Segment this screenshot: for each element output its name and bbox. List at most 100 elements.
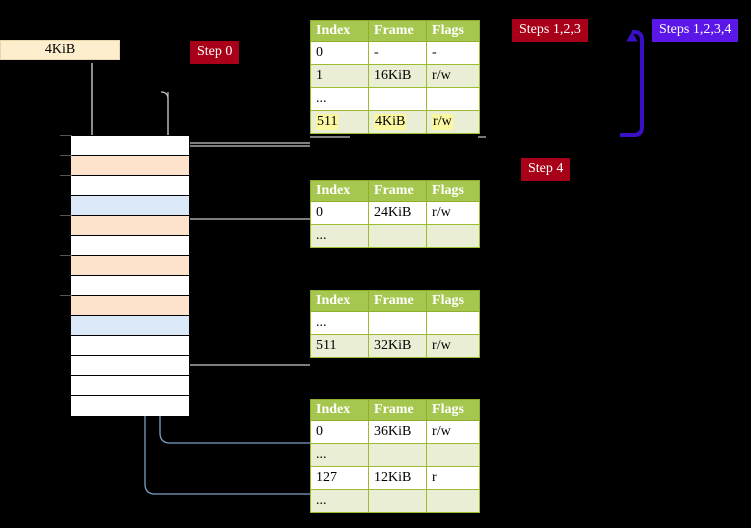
table-row: ...: [309, 311, 480, 335]
cell-frame: 16KiB: [368, 64, 428, 88]
badge-step-0: Step 0: [190, 41, 240, 64]
cell-flags: r: [426, 466, 480, 490]
cell-flags: r/w: [426, 110, 480, 134]
table-row: ...: [309, 443, 480, 467]
memory-row: [71, 176, 189, 196]
memory-row: [71, 236, 189, 256]
cell-frame: -: [368, 41, 428, 65]
size-box-4kib: 4KiB: [0, 40, 120, 60]
cell-index: ...: [309, 311, 370, 335]
memory-tick: [60, 155, 72, 156]
memory-row: [71, 256, 189, 276]
cell-flags: r/w: [426, 201, 480, 225]
cell-flags: [426, 489, 480, 513]
memory-row: [71, 316, 189, 336]
cell-frame: [368, 443, 428, 467]
memory-column: [70, 135, 190, 416]
header-flags: Flags: [426, 180, 480, 202]
cell-flags: r/w: [426, 420, 480, 444]
memory-tick: [60, 215, 72, 216]
header-frame: Frame: [368, 290, 428, 312]
cell-frame: 4KiB: [368, 110, 428, 134]
header-flags: Flags: [426, 290, 480, 312]
cell-frame: [368, 311, 428, 335]
cell-frame: 24KiB: [368, 201, 428, 225]
cell-frame: 32KiB: [368, 334, 428, 358]
header-frame: Frame: [368, 180, 428, 202]
memory-row: [71, 216, 189, 236]
memory-row: [71, 196, 189, 216]
header-index: Index: [309, 399, 370, 421]
memory-tick: [60, 175, 72, 176]
memory-tick: [60, 255, 72, 256]
header-frame: Frame: [368, 399, 428, 421]
memory-tick: [60, 295, 72, 296]
cell-index: 511: [309, 110, 370, 134]
cell-flags: r/w: [426, 334, 480, 358]
cell-index: 0: [309, 420, 370, 444]
cell-flags: -: [426, 41, 480, 65]
memory-row: [71, 156, 189, 176]
cell-frame: [368, 489, 428, 513]
cell-flags: [426, 311, 480, 335]
cell-flags: r/w: [426, 64, 480, 88]
memory-tick: [60, 135, 72, 136]
header-flags: Flags: [426, 20, 480, 42]
cell-flags: [426, 87, 480, 111]
cell-index: 1: [309, 64, 370, 88]
header-frame: Frame: [368, 20, 428, 42]
memory-row: [71, 356, 189, 376]
header-index: Index: [309, 180, 370, 202]
badge-steps-123-label: Steps 1,2,3: [519, 22, 581, 37]
cell-frame: [368, 224, 428, 248]
memory-row: [71, 276, 189, 296]
table-header-row: Index Frame Flags: [309, 20, 480, 42]
cell-index: 127: [309, 466, 370, 490]
cell-index: ...: [309, 224, 370, 248]
cell-index: 0: [309, 201, 370, 225]
memory-row: [71, 376, 189, 396]
cell-index: ...: [309, 489, 370, 513]
memory-row: [71, 296, 189, 316]
table-header-row: Index Frame Flags: [309, 290, 480, 312]
cell-index: 0: [309, 41, 370, 65]
cell-index: ...: [309, 87, 370, 111]
table-row: ...: [309, 87, 480, 111]
table-row: ...: [309, 224, 480, 248]
header-flags: Flags: [426, 399, 480, 421]
table-header-row: Index Frame Flags: [309, 399, 480, 421]
badge-steps-1234-label: Steps 1,2,3,4: [659, 22, 732, 37]
badge-step-0-label: Step 0: [197, 44, 233, 59]
memory-row: [71, 336, 189, 356]
memory-row: [71, 136, 189, 156]
table-row: ...: [309, 489, 480, 513]
badge-steps-123: Steps 1,2,3: [512, 19, 588, 42]
cell-index: ...: [309, 443, 370, 467]
arrow-steps-1234: [620, 30, 644, 137]
cell-frame: [368, 87, 428, 111]
cell-frame: 36KiB: [368, 420, 428, 444]
header-index: Index: [309, 290, 370, 312]
memory-row: [71, 396, 189, 416]
cell-flags: [426, 224, 480, 248]
cell-flags: [426, 443, 480, 467]
table-row: 0--: [309, 41, 480, 65]
cell-frame: 12KiB: [368, 466, 428, 490]
table-header-row: Index Frame Flags: [309, 180, 480, 202]
size-box-label: 4KiB: [44, 42, 76, 57]
badge-step-4-label: Step 4: [528, 161, 564, 176]
